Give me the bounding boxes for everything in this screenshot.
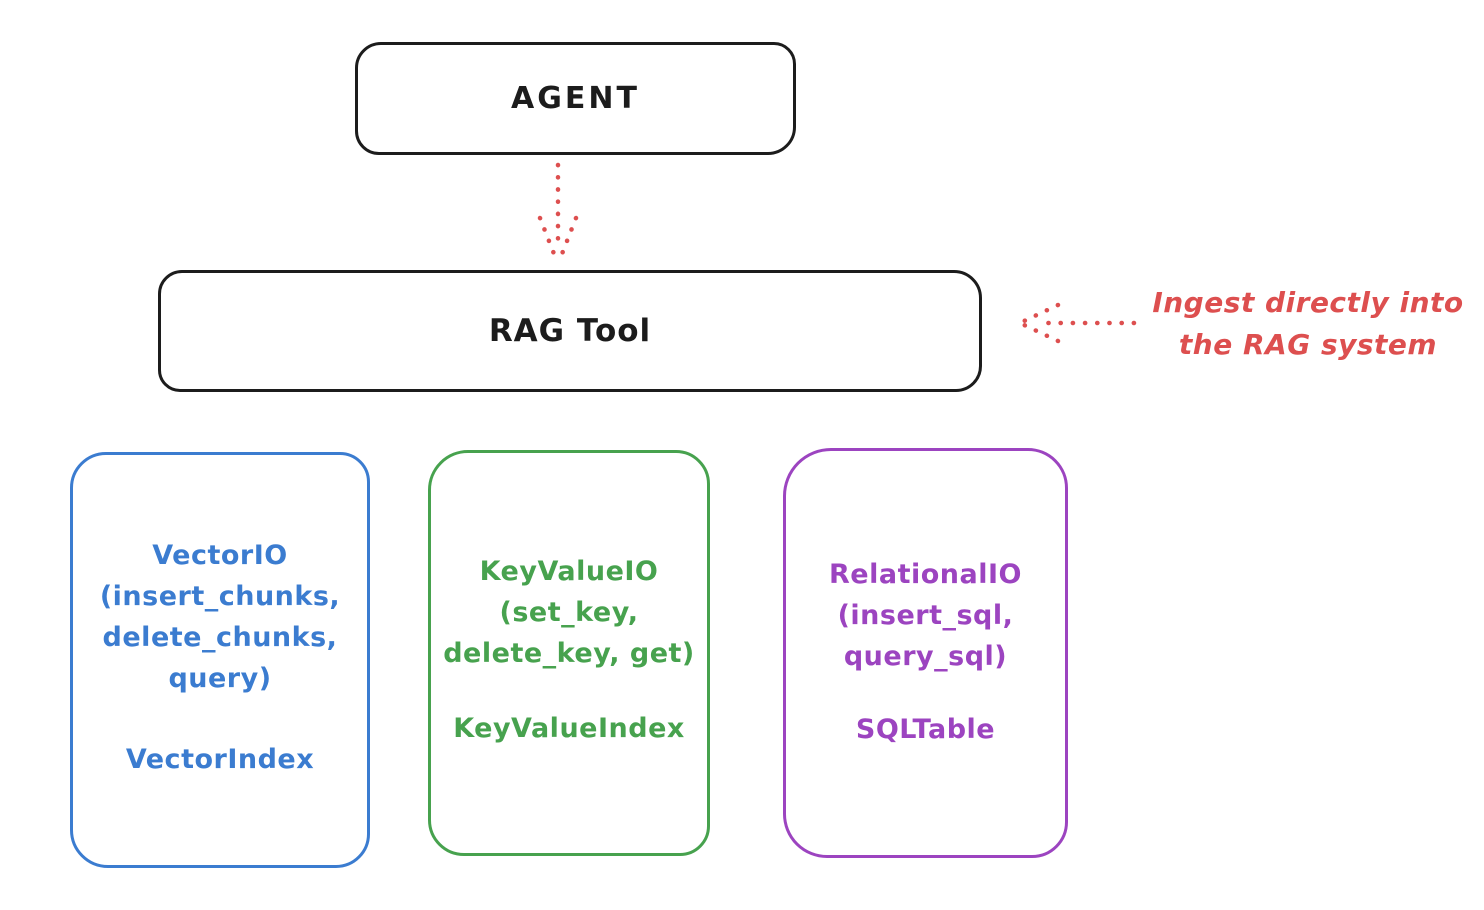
keyvalue-io-line: (set_key, bbox=[499, 597, 639, 628]
relational-io-line: RelationalIO bbox=[829, 559, 1022, 590]
vector-io-title: VectorIO (insert_chunks, delete_chunks, … bbox=[100, 535, 340, 699]
arrow-down-agent-to-ragtool-icon bbox=[537, 162, 579, 262]
keyvalue-io-line: KeyValueIO bbox=[479, 556, 659, 587]
ingest-annotation-line1: Ingest directly into bbox=[1152, 286, 1464, 319]
arrow-head-left bbox=[537, 215, 559, 262]
arrow-left-ingest-icon bbox=[1019, 302, 1137, 344]
keyvalue-io-title: KeyValueIO (set_key, delete_key, get) bbox=[443, 551, 695, 674]
keyvalue-io-line: delete_key, get) bbox=[443, 638, 695, 669]
keyvalue-index-label: KeyValueIndex bbox=[453, 713, 685, 744]
agent-box: AGENT bbox=[355, 42, 796, 155]
vector-io-line: query) bbox=[168, 663, 272, 694]
relational-io-line: query_sql) bbox=[843, 641, 1008, 672]
vector-index-label: VectorIndex bbox=[125, 744, 315, 775]
arrow-head-bottom bbox=[1019, 321, 1061, 344]
arrow-head-top bbox=[1019, 302, 1061, 325]
arrow-head-right bbox=[557, 215, 579, 262]
agent-label: AGENT bbox=[511, 81, 640, 116]
relational-io-title: RelationalIO (insert_sql, query_sql) bbox=[829, 554, 1022, 677]
vector-io-line: (insert_chunks, bbox=[99, 581, 341, 612]
rag-tool-box: RAG Tool bbox=[158, 270, 982, 392]
keyvalue-io-box: KeyValueIO (set_key, delete_key, get) Ke… bbox=[428, 450, 710, 856]
vector-io-line: delete_chunks, bbox=[102, 622, 338, 653]
vector-io-box: VectorIO (insert_chunks, delete_chunks, … bbox=[70, 452, 370, 868]
relational-io-box: RelationalIO (insert_sql, query_sql) SQL… bbox=[783, 448, 1068, 858]
sql-table-label: SQLTable bbox=[855, 714, 996, 745]
ingest-annotation: Ingest directly into the RAG system bbox=[1138, 282, 1478, 366]
ingest-annotation-line2: the RAG system bbox=[1178, 328, 1438, 361]
rag-tool-label: RAG Tool bbox=[488, 313, 652, 349]
vector-io-line: VectorIO bbox=[152, 540, 288, 571]
relational-io-line: (insert_sql, bbox=[837, 600, 1014, 631]
